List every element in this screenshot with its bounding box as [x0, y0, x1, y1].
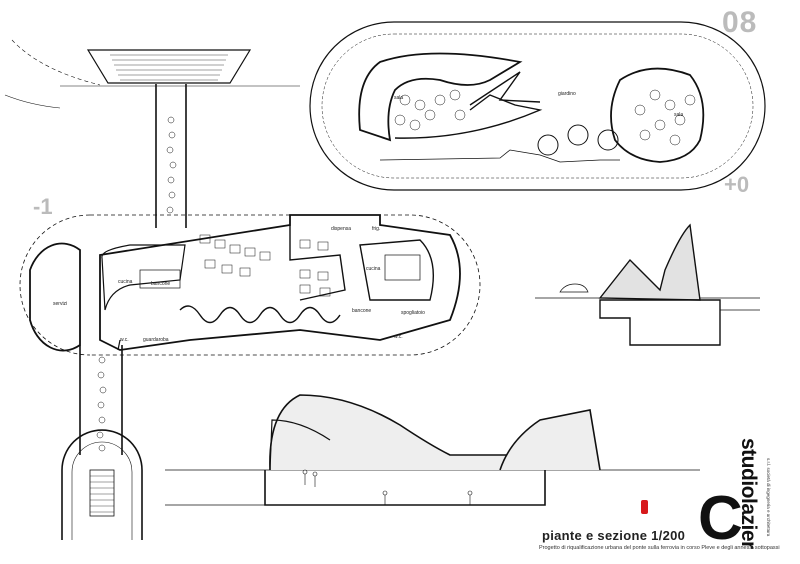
top-stair-outline — [86, 49, 252, 84]
plan-minus1-dashed-outline — [90, 214, 481, 356]
plan-plus0-capsule — [309, 21, 766, 191]
section-small-canopy — [598, 223, 701, 301]
room-label-bancone-left: bancone — [151, 281, 171, 287]
room-label-wc: w.c. — [120, 337, 129, 343]
minus1-wavy-wall — [179, 305, 341, 324]
sala-left-tables — [394, 89, 466, 131]
cucina-right-wall — [359, 239, 435, 301]
room-label-servizi: servizi — [53, 301, 68, 307]
garden-tree — [537, 134, 559, 156]
plus0-path — [379, 149, 620, 163]
section-main-canopy — [269, 394, 521, 471]
section-people — [302, 469, 473, 505]
room-label-sala-left: sala — [394, 95, 404, 101]
room-label-cucina-left: cucina — [118, 279, 133, 285]
giardino-curve — [394, 94, 543, 139]
room-label-dispensa: dispensa — [331, 226, 352, 232]
garden-tree — [597, 129, 619, 151]
garden-tree — [567, 124, 589, 146]
dispensa-walls — [289, 225, 346, 301]
bottom-stair-arch — [61, 429, 143, 540]
corridor-tree-row — [166, 116, 177, 214]
giardino-zigzag — [469, 71, 541, 106]
studio-logo-letter: C — [698, 484, 743, 553]
section-base — [264, 470, 546, 506]
logo-red-mark — [641, 500, 648, 514]
room-label-giardino: giardino — [558, 91, 576, 97]
studio-tagline: s.r.l. società di ingegneria e architett… — [766, 458, 771, 537]
top-stair-treads — [110, 54, 228, 81]
room-label-frigo: frig. — [372, 226, 381, 232]
section-small-car — [559, 283, 589, 293]
room-label-sala-right: sala — [674, 112, 684, 118]
minus1-tables — [199, 234, 331, 297]
section-canopy-inner — [269, 419, 331, 471]
bottom-stair-treads — [90, 475, 114, 513]
section-small-base — [599, 299, 721, 346]
sala-right-tables — [634, 89, 696, 146]
bancone-left — [139, 269, 181, 289]
room-label-cucina-right: cucina — [366, 266, 381, 272]
level-label-minus1: -1 — [33, 194, 53, 219]
sala-left-outline — [358, 52, 523, 142]
servizi-room — [29, 242, 81, 352]
bottom-stair-arch-inner — [71, 441, 133, 540]
minus1-wall — [117, 339, 121, 351]
studio-name: studiolazier — [737, 438, 760, 549]
level-label-plus0: +0 — [724, 172, 750, 197]
sheet-subtitle: Progetto di riqualificazione urbana del … — [539, 545, 780, 551]
room-label-bancone-right: bancone — [352, 308, 372, 314]
street-curve-line — [4, 94, 61, 109]
street-curve-line — [11, 39, 101, 86]
sala-right-outline — [610, 67, 705, 163]
cucina-left-wall — [101, 244, 186, 311]
lower-corridor-tree-row — [96, 356, 107, 452]
bottom-stair — [89, 469, 115, 517]
plan-plus0-inner-capsule — [321, 33, 754, 179]
minus1-building-outline — [99, 214, 461, 351]
room-label-guardaroba: guardaroba — [143, 337, 169, 343]
bancone-right — [384, 254, 421, 281]
sheet-title: piante e sezione 1/200 — [542, 528, 686, 543]
room-label-spogliatoio: spogliatoio — [401, 310, 425, 316]
sheet-number: 08 — [722, 6, 758, 39]
room-label-wc2: w.c. — [394, 334, 403, 340]
section-right-canopy — [499, 409, 601, 471]
